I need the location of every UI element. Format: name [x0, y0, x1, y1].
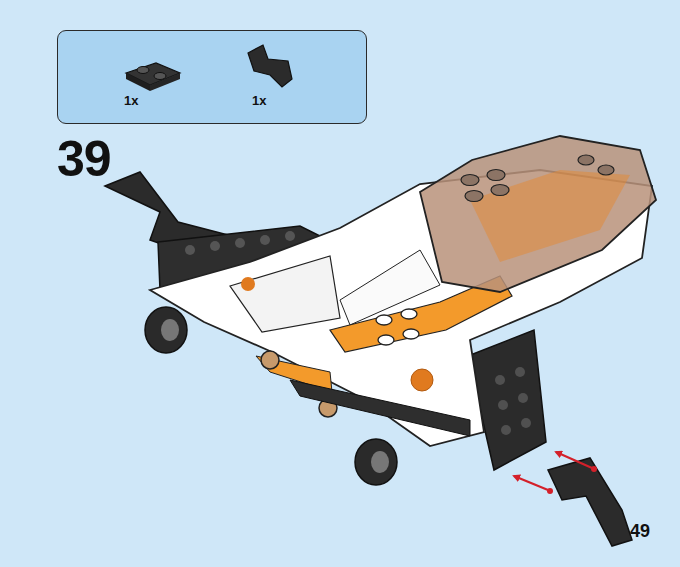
- part-quantity: 1x: [252, 93, 266, 108]
- parts-illustration: [58, 31, 368, 125]
- parts-callout: 1x 1x: [57, 30, 367, 124]
- step-number: 39: [57, 130, 111, 188]
- page-number: 49: [630, 521, 650, 542]
- part-quantity: 1x: [124, 93, 138, 108]
